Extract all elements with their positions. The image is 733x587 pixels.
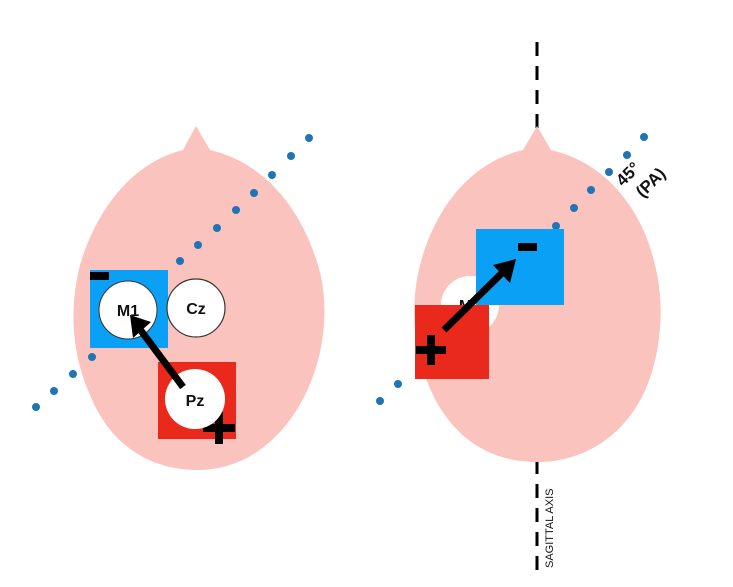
left-plus-sign (203, 412, 235, 444)
right-anode-pad (415, 305, 489, 379)
left-panel: M1 Cz Pz (32, 126, 325, 470)
left-cz-circle (166, 278, 226, 338)
right-current-arrow (441, 269, 506, 333)
left-arrowhead (130, 315, 151, 338)
right-arrowhead (493, 259, 516, 283)
left-m1-label: M1 (117, 303, 139, 320)
left-minus-sign (90, 272, 109, 280)
sagittal-axis-label: SAGITTAL AXIS (544, 489, 556, 568)
left-pz-label: Pz (186, 393, 205, 410)
right-dotted-line (376, 133, 648, 405)
left-current-arrow (136, 325, 186, 390)
right-plus-sign (416, 335, 446, 365)
left-cz-label: Cz (186, 301, 206, 318)
left-dotted-line (32, 134, 313, 411)
right-panel: M1 45° (PA) SAGITTAL AXIS (376, 42, 669, 572)
right-minus-sign (518, 243, 537, 251)
right-cathode-pad (476, 229, 564, 305)
